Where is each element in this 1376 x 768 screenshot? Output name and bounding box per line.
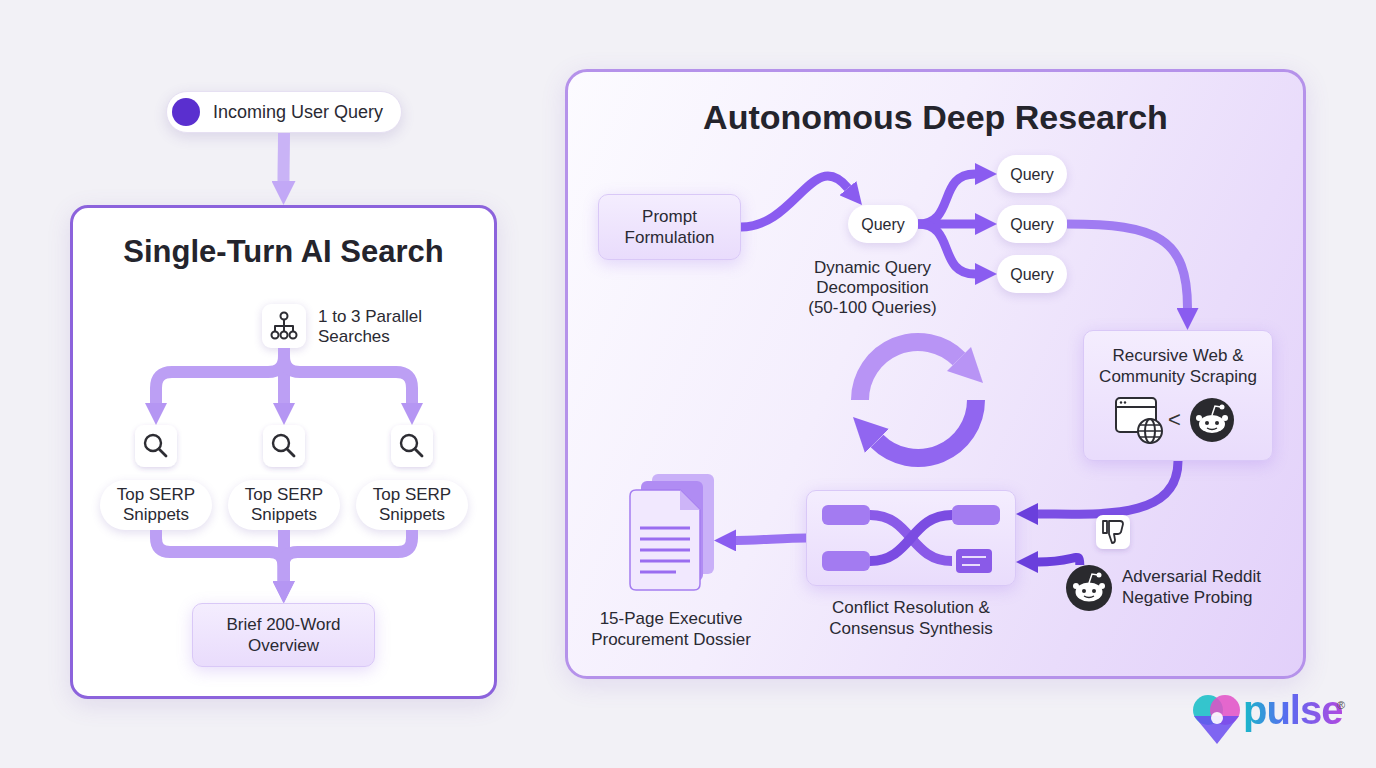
connector-arrow xyxy=(278,133,291,181)
node-text: Brief 200-Word Overview xyxy=(193,604,374,666)
node-text: 15-Page Executive Procurement Dossier xyxy=(576,608,766,650)
node-text: Top SERP Snippets xyxy=(228,480,340,530)
icon-box: 1 to 3 Parallel Searches xyxy=(262,304,306,348)
icon-node: Adversarial Reddit Negative Probing xyxy=(1066,565,1112,611)
process-box: Conflict Resolution & Consensus Synthesi… xyxy=(806,490,1016,586)
node-text: Query xyxy=(848,205,918,243)
query-pill: Query xyxy=(848,205,918,243)
node-text: Top SERP Snippets xyxy=(100,480,212,530)
node-text: Top SERP Snippets xyxy=(356,480,468,530)
logo-mark xyxy=(1193,695,1223,725)
query-pill: Query xyxy=(997,155,1067,193)
node-text: Query xyxy=(997,155,1067,193)
snippet-pill: Top SERP Snippets xyxy=(100,425,212,530)
node-text: Autonomous Deep Research xyxy=(568,97,1303,137)
panel: Autonomous Deep ResearchPrompt Formulati… xyxy=(565,69,1306,679)
process-box: Recursive Web & Community Scraping < xyxy=(1083,330,1273,461)
node-text: Conflict Resolution & Consensus Synthesi… xyxy=(801,597,1021,639)
node-text: Recursive Web & Community Scraping xyxy=(1084,345,1272,387)
snippet-pill: Top SERP Snippets xyxy=(356,425,468,530)
process-box: Prompt Formulation xyxy=(598,194,741,260)
logo-mark xyxy=(1210,695,1240,725)
node-text: Query xyxy=(997,255,1067,293)
node-text: Adversarial Reddit Negative Probing xyxy=(1122,566,1287,608)
output-box: Brief 200-Word Overview xyxy=(192,603,375,667)
query-pill: Query xyxy=(997,255,1067,293)
panel: Single-Turn AI Search 1 to 3 Parallel Sea… xyxy=(70,205,497,699)
logo-mark xyxy=(1194,716,1239,744)
node-text: Prompt Formulation xyxy=(599,195,740,259)
start-pill: Incoming User Query xyxy=(166,91,402,133)
node-text: Query xyxy=(997,205,1067,243)
query-pill: Query xyxy=(997,205,1067,243)
node-text: < xyxy=(1168,407,1181,433)
logo-text: pulse xyxy=(1243,686,1342,734)
node-text: Single-Turn AI Search xyxy=(73,234,494,270)
document-node: 15-Page Executive Procurement Dossier xyxy=(628,472,714,590)
logo-mark xyxy=(1211,712,1223,724)
node-text: Incoming User Query xyxy=(213,92,383,132)
node-text: 1 to 3 Parallel Searches xyxy=(318,307,448,347)
snippet-pill: Top SERP Snippets xyxy=(228,425,340,530)
logo-mark xyxy=(1193,695,1240,744)
trademark: ® xyxy=(1337,699,1345,711)
